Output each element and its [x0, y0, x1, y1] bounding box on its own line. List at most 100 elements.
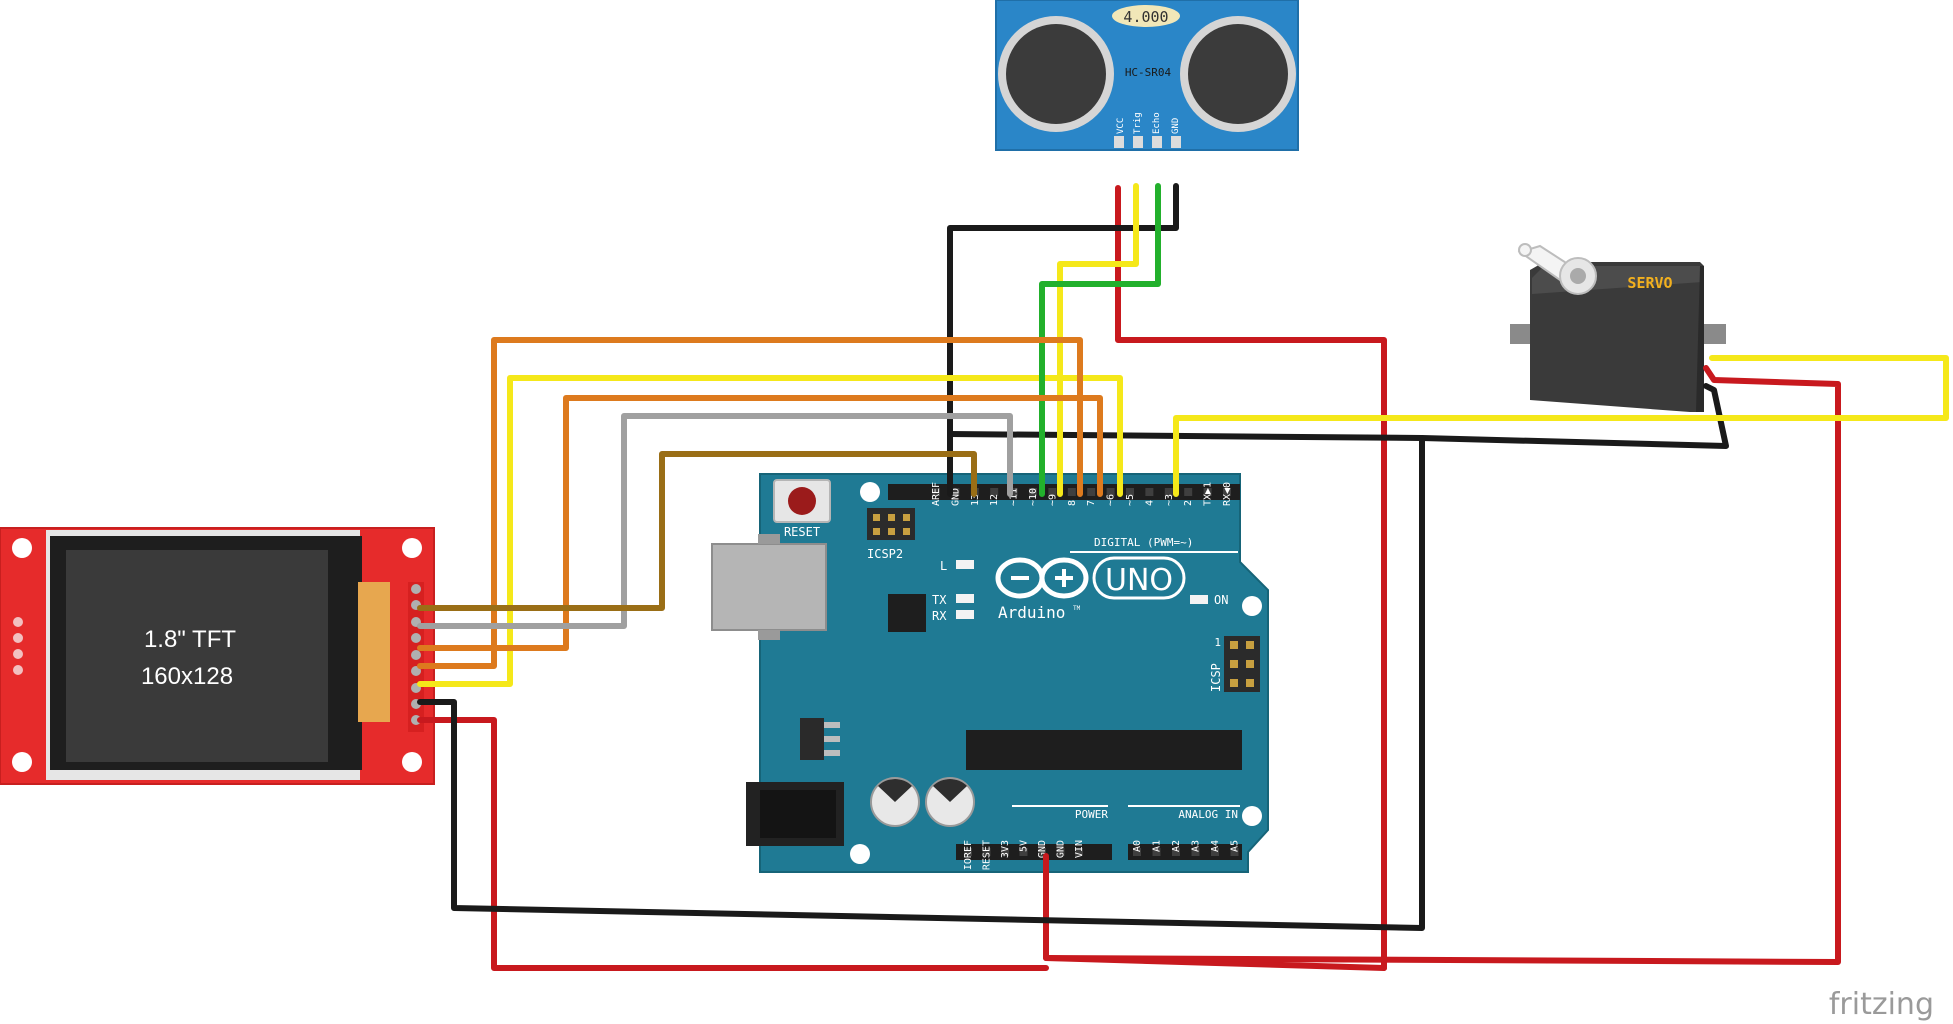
header-pin [1203, 488, 1212, 496]
arduino-logo-icon [995, 557, 1089, 599]
wire-red-servo [1043, 365, 1841, 965]
pin-label: RX◀0 [1222, 482, 1233, 506]
header-pin [1152, 848, 1161, 856]
capacitor [870, 777, 920, 827]
wire-orange-1 [417, 337, 1083, 669]
wire-brown [417, 451, 977, 611]
pin-label: 7 [1086, 500, 1097, 506]
icsp2-header [867, 508, 915, 540]
pin-label: 3V3 [1000, 840, 1011, 858]
tft-size-label: 1.8" TFT [144, 626, 236, 653]
header-pin [1106, 488, 1115, 496]
header-pin [1172, 848, 1180, 856]
wire-black-sensor-gnd [947, 183, 1179, 497]
usb-connector [711, 543, 827, 631]
pin-label: A4 [1210, 840, 1221, 852]
icsp2-label: ICSP2 [867, 547, 903, 561]
led-l-label: L [940, 559, 947, 573]
header-pin [1019, 848, 1028, 856]
header-pin [1223, 488, 1231, 496]
mounting-hole [1242, 596, 1262, 616]
header-pin [1056, 848, 1065, 856]
uno-label: UNO [1105, 563, 1173, 598]
usb-chip [888, 594, 926, 632]
led-on [1190, 595, 1208, 604]
pin-label: ~10 [1028, 488, 1039, 506]
pin-label: ~9 [1047, 494, 1058, 506]
sensor-model-label: HC-SR04 [1125, 66, 1172, 79]
pin-label: 5V [1019, 840, 1030, 852]
pin-label: 4 [1144, 500, 1155, 506]
sensor-pin-gnd-label: GND [1171, 118, 1181, 134]
mounting-hole [402, 752, 422, 772]
header-pin [1001, 848, 1009, 856]
header-pin [1126, 488, 1134, 496]
fritzing-watermark: fritzing [1829, 987, 1934, 1022]
tft-display-module: 1.8" TFT 160x128 [0, 527, 435, 785]
power-jack [746, 782, 844, 846]
on-label: ON [1214, 593, 1228, 607]
header-pin [1191, 848, 1200, 856]
header-pin [1067, 488, 1076, 496]
pin-label: IOREF [963, 840, 974, 870]
pin-label: GND [1037, 840, 1048, 858]
wire-yellow-servo-signal [1173, 355, 1949, 497]
reset-button[interactable] [773, 479, 831, 523]
capacitor [925, 777, 975, 827]
header-pin [1075, 848, 1083, 856]
sensor-pin-echo-label: Echo [1152, 112, 1162, 134]
pin-label: AREF [931, 482, 942, 506]
header-pin [951, 488, 960, 496]
mounting-hole [850, 844, 870, 864]
pin-label: GND [1056, 840, 1067, 858]
header-pin [1211, 848, 1219, 856]
pin-label: 2 [1183, 500, 1194, 506]
header-pin [1029, 488, 1037, 496]
wire-yellow-tft [417, 375, 1123, 687]
header-pin [990, 488, 999, 496]
servo-label: SERVO [1627, 274, 1672, 292]
header-pin [1048, 488, 1057, 496]
pin-label: A0 [1132, 840, 1143, 852]
pin-label: A2 [1171, 840, 1182, 852]
pin-label: TX▶1 [1203, 482, 1214, 506]
header-pin [1133, 848, 1141, 856]
header-pin [1009, 488, 1018, 496]
digital-label: DIGITAL (PWM=~) [1094, 536, 1193, 549]
atmega-chip [966, 730, 1242, 770]
tft-ribbon [358, 582, 390, 722]
led-rx-label: RX [932, 609, 947, 623]
led-rx [956, 610, 974, 619]
pin-label: ~3 [1164, 494, 1175, 506]
mounting-hole [860, 482, 880, 502]
power-label: POWER [1075, 808, 1108, 821]
ultrasonic-transducer [1006, 24, 1106, 124]
pin-label: A1 [1152, 840, 1163, 852]
servo-motor: SERVO [1510, 243, 1726, 412]
header-pin [1230, 848, 1239, 856]
hc-sr04-sensor: 4.000 HC-SR04 VCC Trig Echo GND [995, 0, 1299, 151]
pin-label: 8 [1067, 500, 1078, 506]
wire-orange-2 [417, 395, 1103, 651]
header-pin [1087, 488, 1096, 496]
pin-label: GND [950, 488, 961, 506]
reset-label: RESET [784, 525, 820, 539]
sensor-pin-trig-label: Trig [1133, 112, 1143, 134]
header-pin [964, 848, 972, 856]
crystal-oscillator [1112, 5, 1180, 27]
analog-label: ANALOG IN [1178, 808, 1238, 821]
led-l [956, 560, 974, 569]
analog-header [1128, 844, 1242, 860]
header-pin [1038, 848, 1046, 856]
header-pin [1184, 488, 1193, 496]
pin-label: ~11 [1009, 488, 1020, 506]
pin-label: A3 [1191, 840, 1202, 852]
header-pin [932, 488, 940, 496]
tft-pin-row [408, 582, 424, 732]
wires [417, 183, 1949, 971]
icsp-pin1-label: 1 [1214, 636, 1221, 649]
